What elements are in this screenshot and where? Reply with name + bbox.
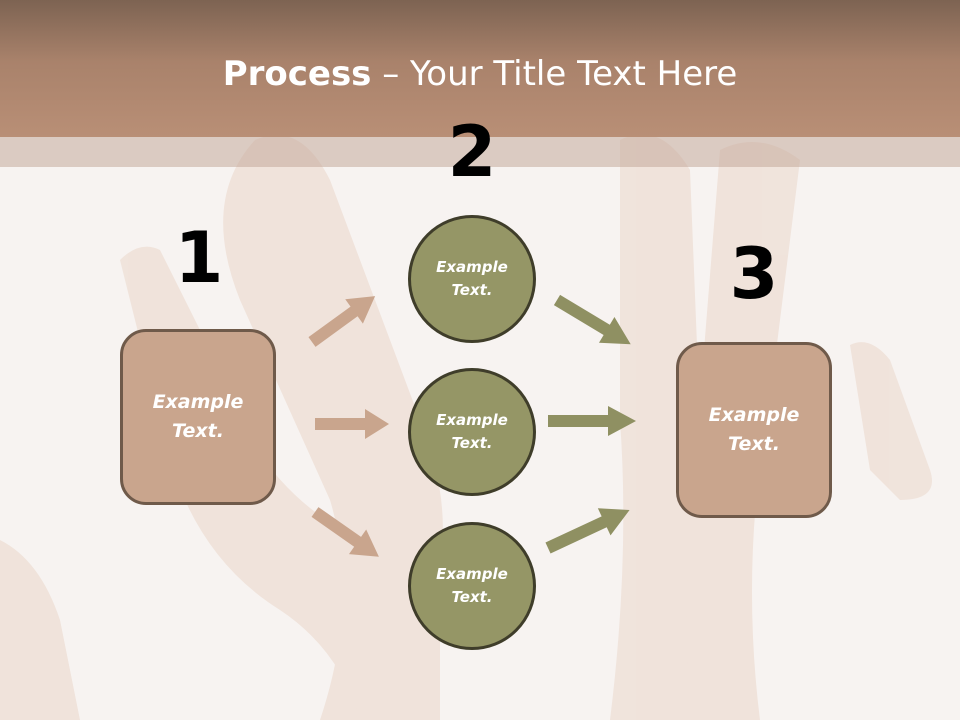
- arrow-down-left: [311, 507, 379, 557]
- arrow-mid-right: [548, 406, 636, 436]
- step-circle-bottom-text: Example Text.: [436, 565, 508, 606]
- step-circle-bottom: Example Text.: [408, 522, 536, 650]
- right-arrows: [545, 294, 636, 554]
- step-circle-middle-text: Example Text.: [436, 411, 508, 452]
- header-band: [0, 137, 960, 167]
- step-box-right: Example Text.: [676, 342, 832, 518]
- arrow-down-right: [553, 294, 631, 345]
- arrow-mid-left: [315, 409, 389, 439]
- left-arrows: [308, 296, 389, 557]
- step-number-1: 1: [174, 217, 224, 299]
- step-box-left: Example Text.: [120, 329, 276, 505]
- step-number-2: 2: [447, 111, 497, 193]
- step-circle-top: Example Text.: [408, 215, 536, 343]
- step-box-left-text: Example Text.: [152, 391, 244, 442]
- title-rest: – Your Title Text Here: [371, 54, 738, 94]
- step-circle-middle: Example Text.: [408, 368, 536, 496]
- step-number-3: 3: [729, 233, 779, 315]
- arrow-up-left: [308, 296, 376, 347]
- step-box-right-text: Example Text.: [708, 404, 800, 455]
- title-bar: [0, 0, 960, 137]
- title-bold: Process: [222, 54, 372, 94]
- slide-title: Process – Your Title Text Here: [0, 52, 960, 96]
- step-circle-top-text: Example Text.: [436, 258, 508, 299]
- arrow-up-right: [545, 508, 630, 554]
